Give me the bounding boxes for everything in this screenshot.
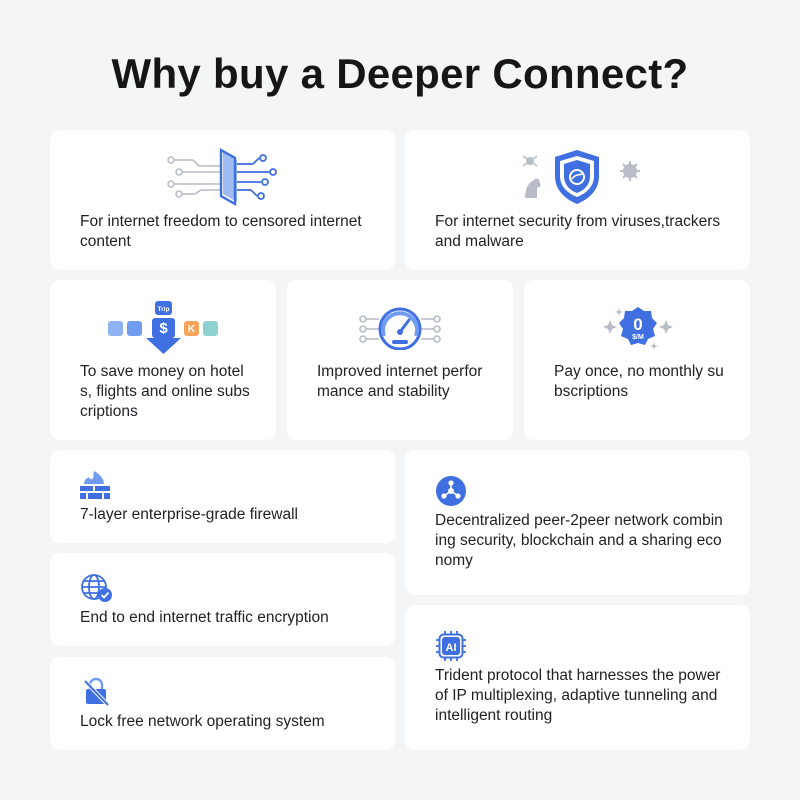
feature-card-text: Trident protocol that harnesses the powe… [435,667,721,724]
feature-card-save-money: K Trip $ To save money on hotels, flight… [50,280,276,440]
feature-card-trident: AI Trident protocol that harnesses the p… [405,605,750,750]
feature-card-text: Improved internet performance and stabil… [317,363,483,400]
security-shield-icon [517,148,642,206]
per-month-label: $/M [632,334,644,341]
feature-card-text: End to end internet traffic encryption [80,609,329,626]
freedom-circuit-icon [165,148,280,206]
feature-card-performance: Improved internet performance and stabil… [287,280,513,440]
feature-card-freedom: For internet freedom to censored interne… [50,130,395,270]
save-money-icon: K Trip $ [108,300,220,356]
feature-card-security: For internet security from viruses,track… [405,130,750,270]
ai-chip-icon: AI [435,630,467,662]
feature-card-firewall: 7-layer enterprise-grade firewall [50,450,395,543]
feature-card-text: For internet security from viruses,track… [435,213,721,250]
firewall-icon [80,470,112,500]
lock-free-icon [83,677,111,707]
page-title: Why buy a Deeper Connect? [111,50,689,97]
globe-shield-icon [80,573,114,603]
feature-card-text: For internet freedom to censored interne… [80,213,362,250]
feature-card-text: 7-layer enterprise-grade firewall [80,506,298,523]
svg-text:$: $ [159,320,168,337]
network-hub-icon [435,475,467,507]
feature-card-text: Decentralized peer-2peer network combini… [435,512,723,569]
feature-card-encryption: End to end internet traffic encryption [50,553,395,646]
feature-card-pay-once: 0 $/M Pay once, no monthly subscriptions [524,280,750,440]
feature-card-text: Lock free network operating system [80,713,325,730]
feature-card-text: To save money on hotels, flights and onl… [80,363,250,420]
trip-badge-label: Trip [158,306,170,313]
k-badge-label: K [188,324,196,335]
zero-label: 0 [633,315,642,334]
ai-label: AI [446,642,457,654]
feature-card-lock-free: Lock free network operating system [50,657,395,750]
feature-card-text: Pay once, no monthly subscriptions [554,363,724,400]
feature-card-decentralized: Decentralized peer-2peer network combini… [405,450,750,595]
zero-fee-icon: 0 $/M [602,304,674,354]
speedometer-icon [359,306,441,350]
